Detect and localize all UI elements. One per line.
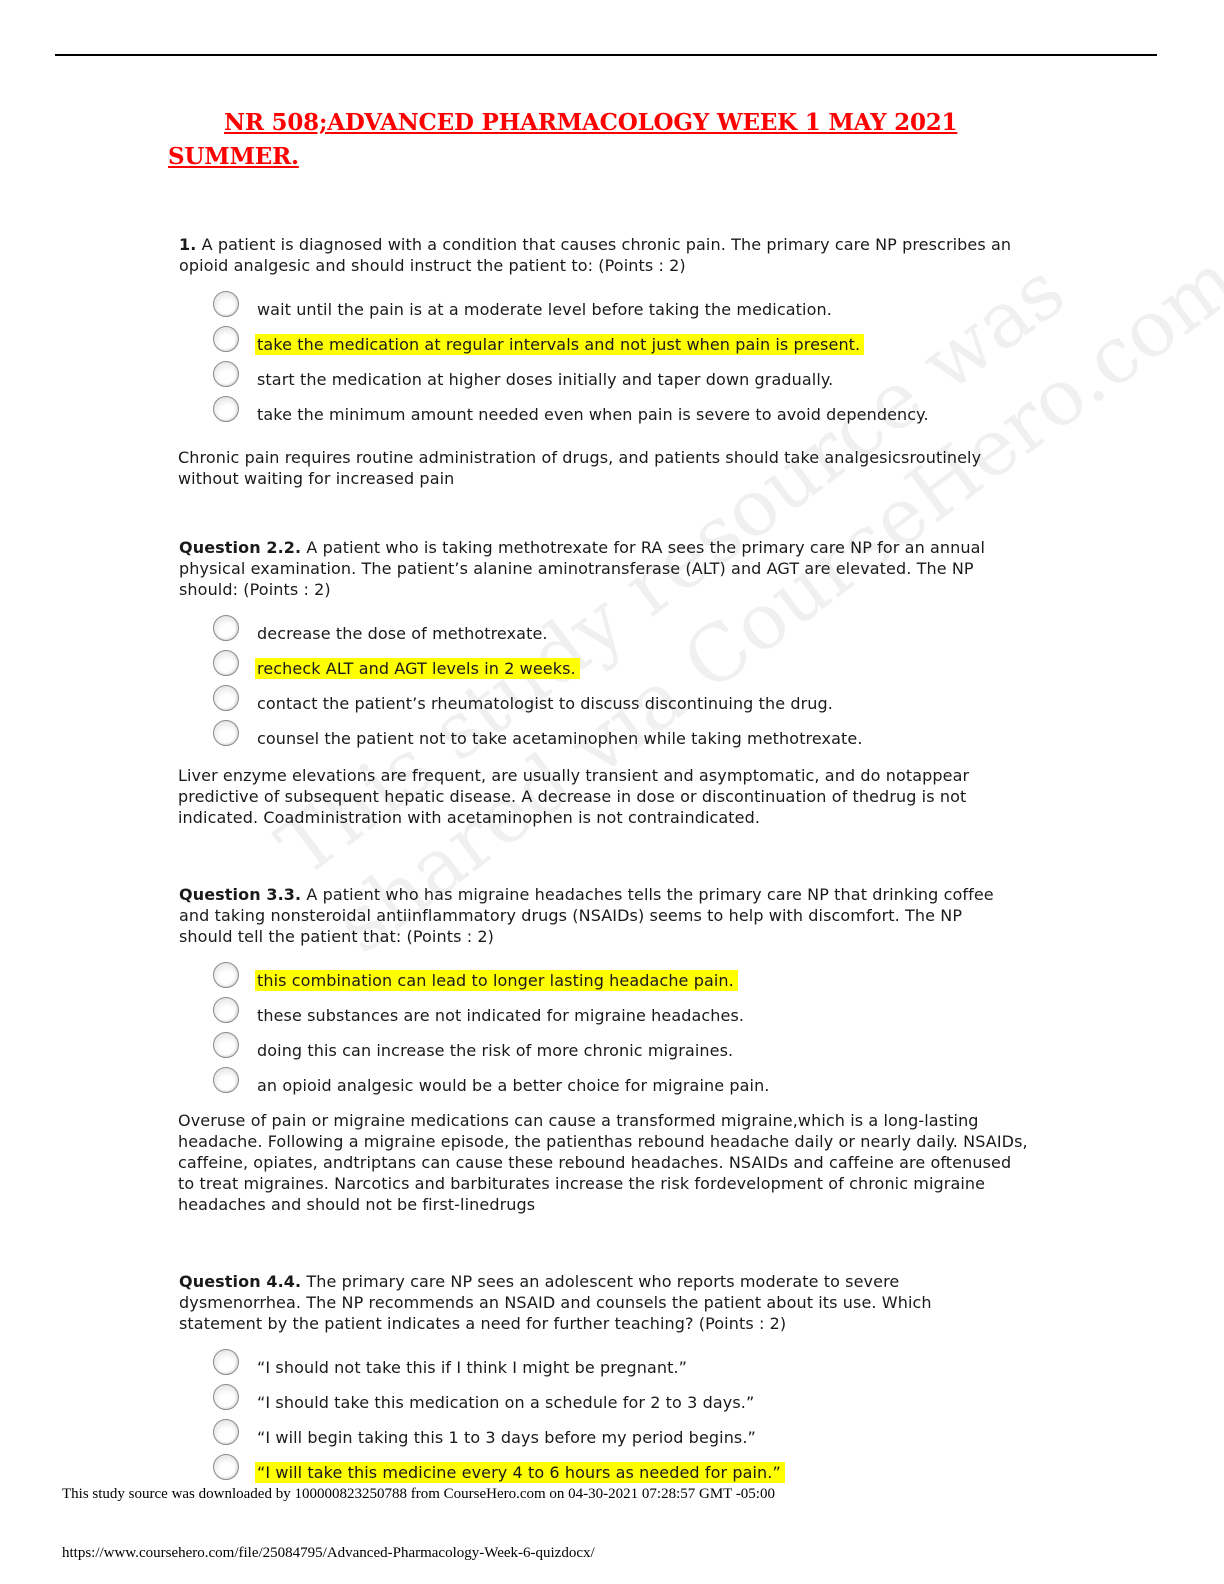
option-text-highlighted: recheck ALT and AGT levels in 2 weeks. — [255, 658, 580, 679]
radio-button[interactable] — [213, 1066, 239, 1093]
radio-button[interactable] — [213, 1031, 239, 1058]
radio-button[interactable] — [213, 684, 239, 711]
radio-button[interactable] — [213, 996, 239, 1023]
option-1[interactable]: this combination can lead to longer last… — [213, 961, 1019, 998]
question-stem: 1. A patient is diagnosed with a conditi… — [179, 234, 1019, 276]
document-title: NR 508;ADVANCED PHARMACOLOGY WEEK 1 MAY … — [168, 109, 958, 170]
option-1[interactable]: “I should not take this if I think I mig… — [213, 1348, 1019, 1385]
option-text: decrease the dose of methotrexate. — [257, 624, 548, 643]
option-2[interactable]: take the medication at regular intervals… — [213, 325, 1019, 362]
option-3[interactable]: contact the patient’s rheumatologist to … — [213, 684, 1019, 721]
rationale-1: Chronic pain requires routine administra… — [178, 448, 982, 488]
option-1[interactable]: decrease the dose of methotrexate. — [213, 614, 1019, 651]
radio-button[interactable] — [213, 360, 239, 387]
radio-button[interactable] — [213, 1383, 239, 1410]
option-4[interactable]: an opioid analgesic would be a better ch… — [213, 1066, 1019, 1103]
question-number: Question 4.4. — [179, 1272, 302, 1291]
radio-button[interactable] — [213, 395, 239, 422]
option-text-highlighted: take the medication at regular intervals… — [255, 334, 865, 355]
option-3[interactable]: doing this can increase the risk of more… — [213, 1031, 1019, 1068]
option-text: take the minimum amount needed even when… — [257, 405, 929, 424]
option-text-highlighted: this combination can lead to longer last… — [255, 970, 738, 991]
option-text: wait until the pain is at a moderate lev… — [257, 300, 832, 319]
options-list: decrease the dose of methotrexate. reche… — [179, 614, 1019, 756]
option-2[interactable]: “I should take this medication on a sche… — [213, 1383, 1019, 1420]
rationale-2: Liver enzyme elevations are frequent, ar… — [178, 766, 970, 827]
question-number: Question 2.2. — [179, 538, 302, 557]
question-stem: Question 2.2. A patient who is taking me… — [179, 537, 1019, 600]
question-text: The primary care NP sees an adolescent w… — [179, 1272, 932, 1333]
download-note: This study source was downloaded by 1000… — [62, 1486, 775, 1502]
rationale-3: Overuse of pain or migraine medications … — [178, 1111, 1028, 1214]
option-4[interactable]: “I will take this medicine every 4 to 6 … — [213, 1453, 1019, 1490]
radio-button[interactable] — [213, 614, 239, 641]
option-text-highlighted: “I will take this medicine every 4 to 6 … — [255, 1462, 785, 1483]
option-3[interactable]: “I will begin taking this 1 to 3 days be… — [213, 1418, 1019, 1455]
radio-button[interactable] — [213, 1453, 239, 1480]
question-3: Question 3.3. A patient who has migraine… — [179, 884, 1019, 1103]
top-rule — [55, 54, 1157, 56]
question-text: A patient who has migraine headaches tel… — [179, 885, 994, 946]
option-2[interactable]: recheck ALT and AGT levels in 2 weeks. — [213, 649, 1019, 686]
question-number: Question 3.3. — [179, 885, 302, 904]
option-2[interactable]: these substances are not indicated for m… — [213, 996, 1019, 1033]
radio-button[interactable] — [213, 719, 239, 746]
radio-button[interactable] — [213, 649, 239, 676]
option-text: doing this can increase the risk of more… — [257, 1041, 734, 1060]
question-text: A patient is diagnosed with a condition … — [179, 235, 1012, 275]
option-text: “I should not take this if I think I mig… — [257, 1358, 688, 1377]
radio-button[interactable] — [213, 961, 239, 988]
options-list: “I should not take this if I think I mig… — [179, 1348, 1019, 1490]
question-stem: Question 4.4. The primary care NP sees a… — [179, 1271, 1019, 1334]
question-4: Question 4.4. The primary care NP sees a… — [179, 1271, 1019, 1490]
radio-button[interactable] — [213, 1418, 239, 1445]
radio-button[interactable] — [213, 290, 239, 317]
radio-button[interactable] — [213, 1348, 239, 1375]
option-text: start the medication at higher doses ini… — [257, 370, 834, 389]
option-text: “I should take this medication on a sche… — [257, 1393, 755, 1412]
options-list: this combination can lead to longer last… — [179, 961, 1019, 1103]
options-list: wait until the pain is at a moderate lev… — [179, 290, 1019, 432]
option-3[interactable]: start the medication at higher doses ini… — [213, 360, 1019, 397]
option-4[interactable]: counsel the patient not to take acetamin… — [213, 719, 1019, 756]
option-text: “I will begin taking this 1 to 3 days be… — [257, 1428, 756, 1447]
source-url[interactable]: https://www.coursehero.com/file/25084795… — [62, 1545, 595, 1561]
option-1[interactable]: wait until the pain is at a moderate lev… — [213, 290, 1019, 327]
option-text: counsel the patient not to take acetamin… — [257, 729, 863, 748]
question-number: 1. — [179, 235, 197, 254]
option-text: contact the patient’s rheumatologist to … — [257, 694, 833, 713]
question-stem: Question 3.3. A patient who has migraine… — [179, 884, 1019, 947]
option-4[interactable]: take the minimum amount needed even when… — [213, 395, 1019, 432]
option-text: an opioid analgesic would be a better ch… — [257, 1076, 770, 1095]
question-2: Question 2.2. A patient who is taking me… — [179, 537, 1019, 756]
option-text: these substances are not indicated for m… — [257, 1006, 745, 1025]
question-1: 1. A patient is diagnosed with a conditi… — [179, 234, 1019, 432]
question-text: A patient who is taking methotrexate for… — [179, 538, 986, 599]
radio-button[interactable] — [213, 325, 239, 352]
